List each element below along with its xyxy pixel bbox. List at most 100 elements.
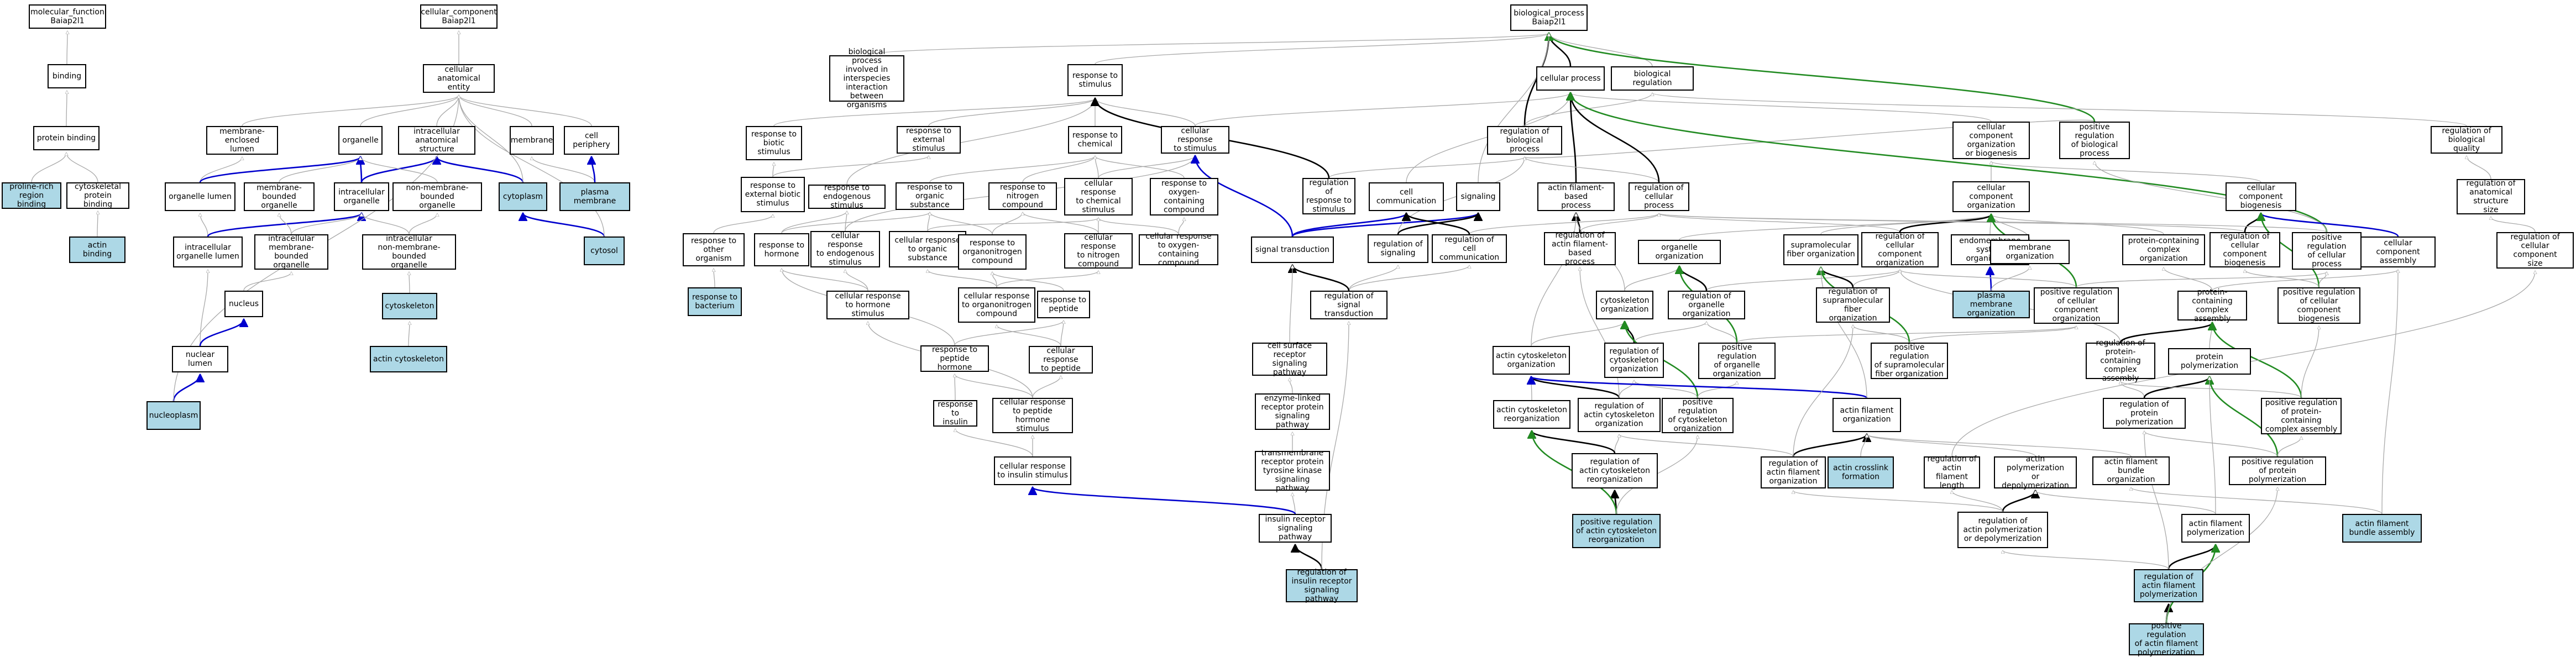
edge-cell-resp-peptide-hormone-to-cell-resp-peptide <box>1032 376 1061 398</box>
go-term-reg-bio-process: regulation of biological process <box>1487 126 1562 155</box>
go-term-plasma-membrane: plasma membrane <box>559 182 630 211</box>
go-term-insulin-receptor-signaling: insulin receptor signaling pathway <box>1259 514 1332 543</box>
edge-actin-filament-based-to-cellular-process <box>1570 93 1577 183</box>
go-term-resp-insulin: response to insulin <box>933 400 977 427</box>
edge-cell-resp-organic-to-cell-resp-chemical <box>927 218 1098 232</box>
edge-cell-resp-stimulus-to-cellular-process <box>1195 93 1570 127</box>
go-term-actin-filament-polymerization: actin filament polymerization <box>2181 514 2250 543</box>
go-term-reg-supramolecular-fiber-org: regulation of supramolecular fiber organ… <box>1816 287 1890 323</box>
edge-nucleoplasm-to-nuclear-lumen <box>172 375 200 402</box>
go-term-actin-binding: actin binding <box>69 236 125 263</box>
go-term-reg-cc-org: regulation of cellular component organiz… <box>1861 232 1939 267</box>
go-term-cell-communication: cell communication <box>1369 182 1444 211</box>
go-term-reg-afb-process: regulation of actin filament-based proce… <box>1544 231 1616 266</box>
edge-cell-resp-peptide-to-resp-peptide <box>1060 320 1064 346</box>
edge-actin-filament-org-to-actin-cytoskeleton-org <box>1531 377 1868 399</box>
go-term-pos-reg-actin-cytoskeleton-reorg: positive regulation of actin cytoskeleto… <box>1572 514 1661 548</box>
edge-cytoskeleton-to-intracellular-nmbo <box>409 272 410 293</box>
edge-cell-resp-endogenous-to-resp-endogenous <box>845 211 847 232</box>
go-term-organelle-lumen: organelle lumen <box>165 182 235 211</box>
go-term-reg-actin-filament-length: regulation of actin filament length <box>1924 455 1980 490</box>
edge-cell-resp-organonitrogen-to-cell-resp-nitrogen <box>996 271 1098 288</box>
edge-reg-actin-filament-org-to-reg-supramolecular-fiber-org <box>1793 325 1853 457</box>
edge-reg-resp-stimulus-to-reg-bio-process <box>1328 157 1525 178</box>
edge-biological-regulation-to-bp <box>1549 33 1653 67</box>
go-term-actin-crosslink: actin crosslink formation <box>1828 456 1894 488</box>
edge-cytoskeletal-pb-to-protein-binding <box>66 153 98 183</box>
go-term-cell-resp-peptide: cellular response to peptide <box>1029 346 1093 374</box>
go-term-cellular-process: cellular process <box>1536 66 1605 91</box>
go-term-pos-reg-cytoskeleton-org: positive regulation of cytoskeleton orga… <box>1662 398 1734 433</box>
go-term-actin-filament-bundle-assembly: actin filament bundle assembly <box>2342 514 2422 543</box>
go-term-reg-protein-complex-assembly: regulation of protein-containing complex… <box>2086 339 2155 383</box>
edge-reg-actin-filament-polymerization-to-reg-protein-polymerization <box>2144 431 2169 570</box>
edge-actin-binding-to-cytoskeletal-pb <box>97 211 98 237</box>
edge-actin-polymerization-or-depoly-to-actin-filament-org <box>1867 434 2036 457</box>
go-term-cc-assembly: cellular component assembly <box>2360 236 2436 267</box>
go-term-cell-resp-endogenous: cellular response to endogenous stimulus <box>810 231 880 267</box>
go-term-reg-actin-cytoskeleton-org: regulation of actin cytoskeleton organiz… <box>1578 398 1661 432</box>
edge-pos-reg-supramolecular-fiber-org-to-pos-reg-cc-org <box>1909 326 2076 343</box>
edge-resp-peptide-hormone-to-resp-peptide <box>954 320 1064 346</box>
go-term-reg-actin-polymerization-or-depoly: regulation of actin polymerization or de… <box>1957 512 2048 548</box>
go-term-reg-cellular-process: regulation of cellular process <box>1629 182 1689 211</box>
go-term-reg-cytoskeleton-org: regulation of cytoskeleton organization <box>1604 343 1664 378</box>
edge-plasma-membrane-org-to-membrane-org <box>1991 266 2030 291</box>
edge-reg-cell-comm-to-reg-cellular-process <box>1469 213 1659 235</box>
go-term-actin-filament-based: actin filament-based process <box>1537 182 1615 211</box>
go-term-reg-insulin-receptor-signaling: regulation of insulin receptor signaling… <box>1286 568 1358 603</box>
edge-cell-periphery-to-cae <box>459 95 592 127</box>
edge-organelle-lumen-to-organelle <box>199 157 360 183</box>
edge-reg-cellular-process-to-cellular-process <box>1570 93 1660 183</box>
go-term-intracellular-org-lumen: intracellular organelle lumen <box>173 236 243 267</box>
edge-cytosol-to-cytoplasm <box>523 213 605 237</box>
go-term-cell-resp-chemical: cellular response to chemical stimulus <box>1064 178 1133 216</box>
edge-pos-reg-protein-polymerization-to-pos-reg-protein-complex-assembly <box>2277 437 2301 457</box>
go-term-intracellular-mbo: intracellular membrane-bounded organelle <box>254 234 328 270</box>
edge-reg-cellular-process-to-reg-bio-process <box>1525 157 1659 183</box>
edge-organelle-org-to-cc-organization <box>1679 214 1991 240</box>
go-term-membrane-enclosed-lumen: membrane-enclosed lumen <box>206 126 278 155</box>
edge-resp-biotic-to-response-to-stimulus <box>773 98 1095 127</box>
edge-cell-surface-receptor-to-signal-transduction <box>1289 265 1292 343</box>
edge-protein-containing-complex-org-to-cc-organization <box>1991 214 2164 235</box>
go-term-reg-organelle-org: regulation of organelle organization <box>1668 291 1745 319</box>
edge-pos-reg-protein-polymerization-to-protein-polymerization <box>2210 377 2279 457</box>
edge-organelle-to-cae <box>360 95 459 127</box>
go-term-proline-rich: proline-rich region binding <box>2 182 61 209</box>
edge-resp-hormone-to-resp-endogenous <box>781 211 847 234</box>
edge-pos-reg-supramolecular-fiber-org-to-reg-supramolecular-fiber-org <box>1853 325 1910 343</box>
go-term-enzyme-linked-receptor: enzyme-linked receptor protein signaling… <box>1255 393 1330 430</box>
go-term-cell-resp-oxygen: cellular response to oxygen-containing c… <box>1139 232 1218 267</box>
edge-cell-resp-nitrogen-to-resp-nitrogen <box>1023 212 1099 234</box>
edge-membrane-enclosed-lumen-to-cae <box>242 95 459 127</box>
edge-cytoplasm-to-intracellular-as <box>437 157 524 183</box>
edge-bp-interspecies-to-bp <box>866 33 1549 56</box>
edge-pos-reg-protein-polymerization-to-reg-protein-polymerization <box>2144 431 2278 457</box>
edge-pos-reg-cytoskeleton-org-to-reg-cytoskeleton-org <box>1634 380 1698 398</box>
edge-reg-bio-quality-to-biological-regulation <box>1652 93 2467 127</box>
edge-cc-biogenesis-to-ccob <box>1991 161 2261 183</box>
edge-cell-resp-oxygen-to-cell-resp-chemical <box>1098 218 1179 235</box>
edge-resp-hormone-to-resp-organic <box>781 212 930 234</box>
go-term-reg-signaling: regulation of signaling <box>1368 234 1428 263</box>
go-term-intracellular-as: intracellular anatomical structure <box>398 126 475 155</box>
go-term-non-membrane-bounded-org: non-membrane-bounded organelle <box>392 182 482 211</box>
edge-reg-actin-filament-org-to-actin-filament-org <box>1792 434 1867 457</box>
go-term-membrane: membrane <box>510 126 554 155</box>
edge-nuclear-lumen-to-intracellular-org-lumen <box>200 270 208 346</box>
go-term-resp-peptide-hormone: response to peptide hormone <box>920 345 989 372</box>
go-term-pos-reg-organelle-org: positive regulation of organelle organiz… <box>1698 343 1776 379</box>
edge-resp-organonitrogen-to-resp-organic <box>930 212 993 235</box>
go-term-mf: molecular_function Baiap2l1 <box>29 4 106 29</box>
edge-protein-binding-to-binding <box>66 91 67 127</box>
edge-reg-actin-polymerization-or-depoly-to-reg-actin-filament-org <box>1793 491 2003 512</box>
go-term-cc: cellular_component Baiap2l1 <box>420 4 498 29</box>
edge-pos-reg-cc-biogenesis-to-reg-cc-biogenesis <box>2245 270 2320 288</box>
go-term-cytoskeleton: cytoskeleton <box>382 293 437 319</box>
go-term-cell-resp-stimulus: cellular response to stimulus <box>1161 126 1229 154</box>
edge-actin-filament-bundle-assembly-to-cc-assembly <box>2381 270 2398 514</box>
edge-reg-signal-transduction-to-reg-signaling <box>1348 265 1398 291</box>
edge-intracellular-mbo-to-membrane-bounded-org <box>279 213 292 235</box>
